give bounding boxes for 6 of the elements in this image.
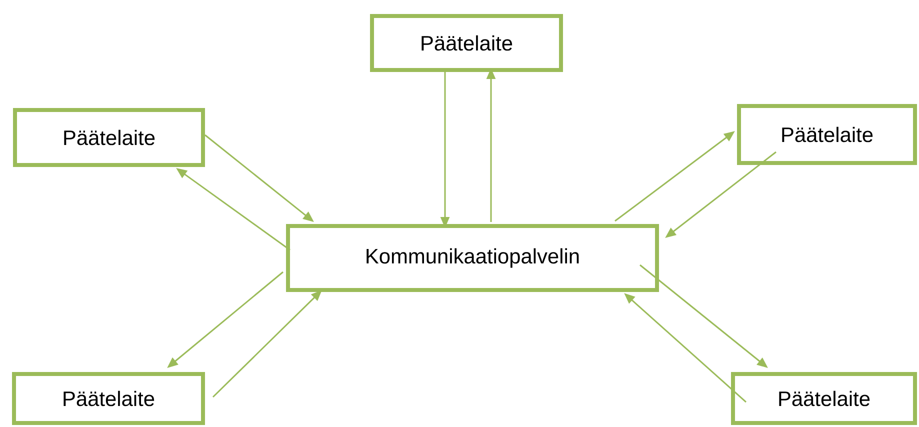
- device-box: Päätelaite: [370, 14, 563, 72]
- device-box: Päätelaite: [731, 372, 917, 425]
- device-box: Päätelaite: [13, 108, 205, 167]
- device-box: Kommunikaatiopalvelin: [286, 224, 659, 292]
- device-box: Päätelaite: [737, 104, 917, 165]
- device-box: Päätelaite: [12, 372, 205, 425]
